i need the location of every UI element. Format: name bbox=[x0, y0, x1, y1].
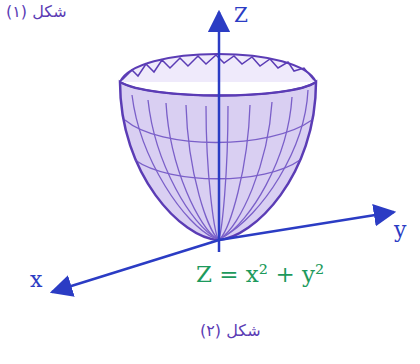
y-axis bbox=[219, 212, 394, 240]
x-axis bbox=[52, 240, 219, 292]
figure-caption: شکل (۱) bbox=[6, 3, 67, 21]
axis-label: y bbox=[394, 218, 406, 242]
axis-label: Z bbox=[234, 4, 248, 26]
figure-caption: شکل (۲) bbox=[200, 322, 261, 340]
equation: Z = x² + y² bbox=[196, 262, 324, 287]
z-axis bbox=[218, 12, 221, 252]
axis-label: x bbox=[30, 268, 42, 292]
